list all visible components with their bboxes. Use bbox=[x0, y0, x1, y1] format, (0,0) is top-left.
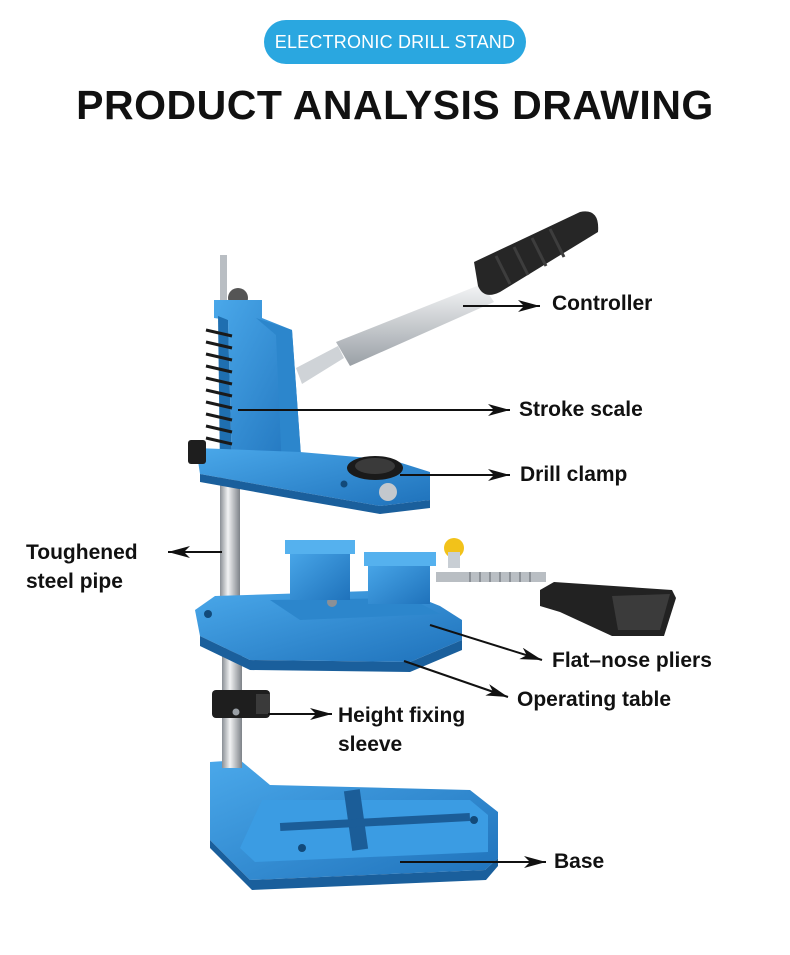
arrow-flat-nose-pliers bbox=[429, 624, 543, 661]
category-text: ELECTRONIC DRILL STAND bbox=[274, 31, 516, 52]
label-flat-nose-pliers: Flat–nose pliers bbox=[552, 649, 712, 672]
stroke-scale-part bbox=[205, 328, 233, 446]
operating-table-part bbox=[195, 590, 462, 672]
arrow-operating-table bbox=[403, 660, 509, 698]
label-controller: Controller bbox=[552, 292, 653, 315]
label-height-fixing-sleeve-line2: sleeve bbox=[338, 733, 403, 756]
label-toughened-steel-pipe-line1: Toughened bbox=[26, 541, 138, 564]
base-part bbox=[210, 760, 498, 890]
label-base: Base bbox=[554, 850, 605, 873]
column-head-part bbox=[214, 255, 302, 470]
toughened-steel-pipe-part bbox=[220, 470, 240, 620]
label-height-fixing-sleeve-line1: Height fixing bbox=[338, 704, 466, 727]
category-badge: ELECTRONIC DRILL STAND bbox=[264, 20, 526, 64]
label-stroke-scale: Stroke scale bbox=[519, 398, 643, 421]
label-toughened-steel-pipe-line2: steel pipe bbox=[26, 570, 123, 593]
drill-clamp-part bbox=[188, 440, 430, 514]
flat-nose-pliers-part bbox=[285, 538, 676, 636]
height-fixing-sleeve-part bbox=[212, 690, 270, 718]
callout-arrows bbox=[168, 300, 546, 868]
label-operating-table: Operating table bbox=[517, 688, 672, 711]
label-drill-clamp: Drill clamp bbox=[520, 463, 628, 486]
controller-part bbox=[296, 211, 599, 384]
page-title: PRODUCT ANALYSIS DRAWING bbox=[76, 82, 714, 128]
